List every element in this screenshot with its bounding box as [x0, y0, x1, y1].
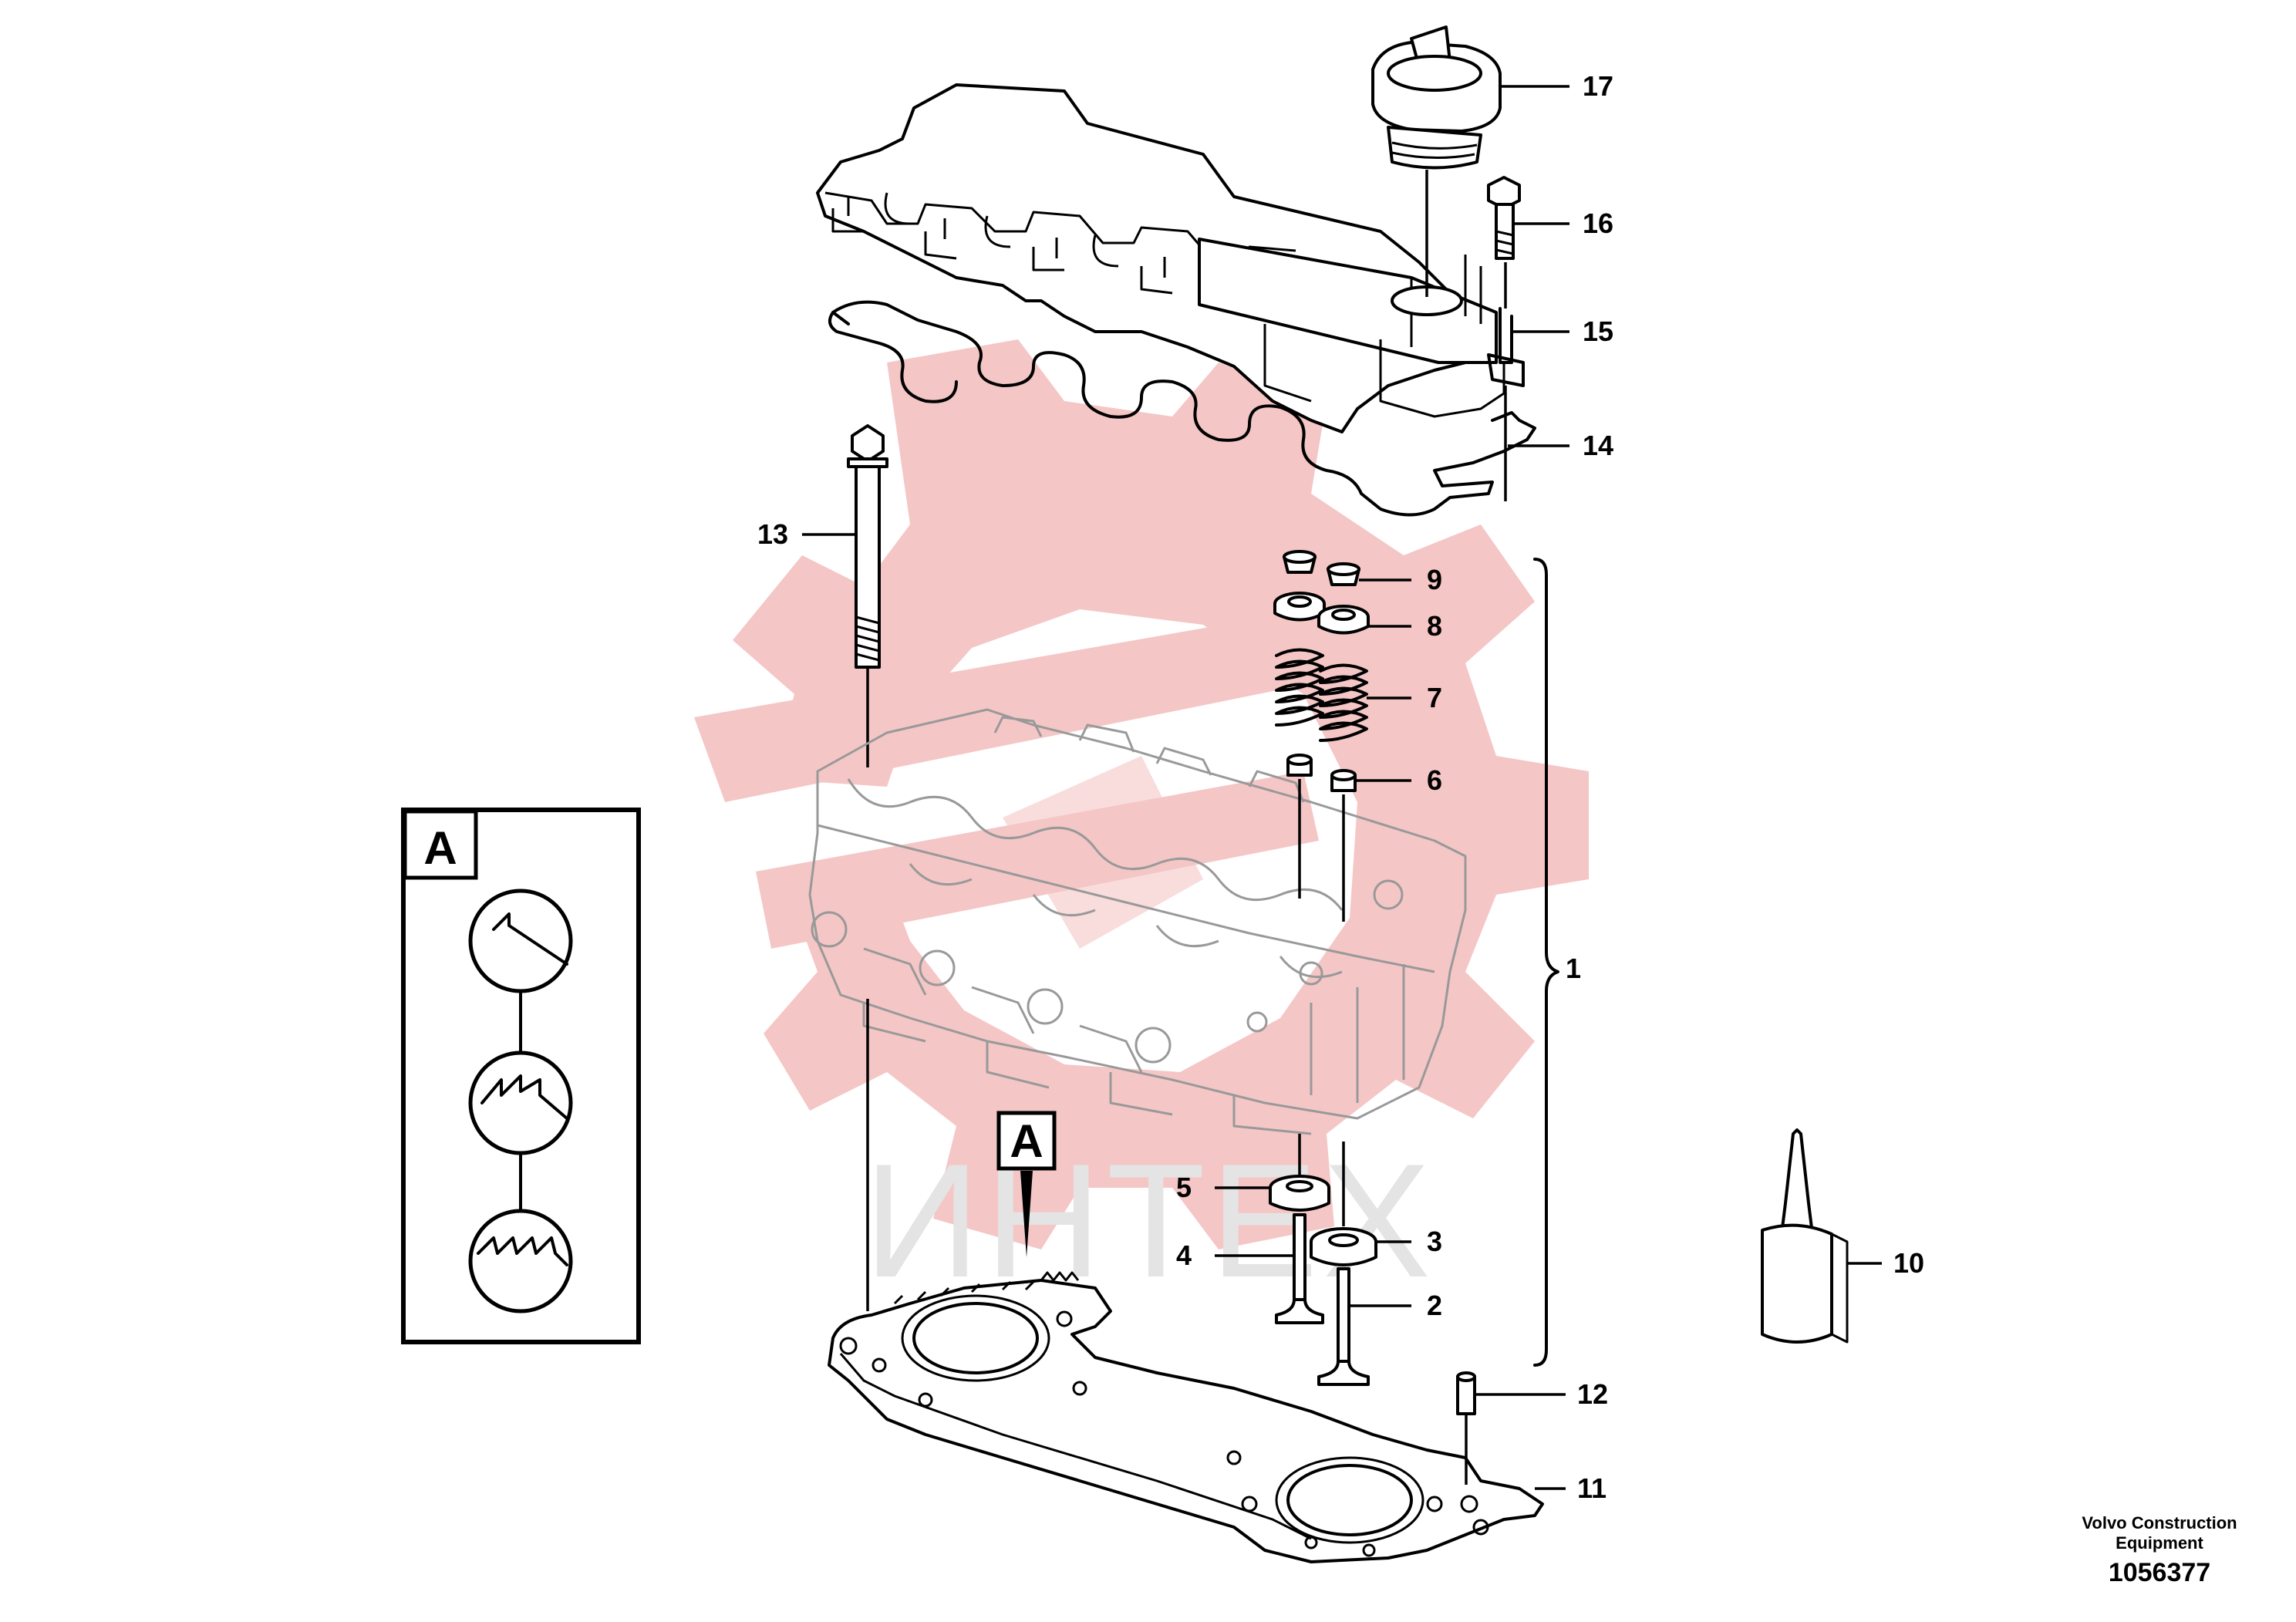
footer: Volvo Construction Equipment 1056377 — [2082, 1513, 2237, 1587]
valve-cover-gasket — [831, 300, 1536, 517]
cylinder-head-bolt — [847, 424, 888, 767]
cylinder-head-assembly-bracket — [1533, 558, 1559, 1367]
footer-company-line1: Volvo Construction — [2082, 1513, 2237, 1533]
callout-5: 5 — [1176, 1172, 1192, 1203]
callout-3: 3 — [1427, 1226, 1442, 1257]
detail-box-letter: A — [423, 822, 457, 874]
detail-a-circle-1 — [468, 889, 573, 993]
detail-a-box: A — [401, 808, 641, 1344]
cover-bracket — [1487, 307, 1525, 387]
callout-2: 2 — [1427, 1290, 1442, 1321]
detail-a-circle-2 — [468, 1050, 573, 1155]
drawing-number: 1056377 — [2109, 1558, 2210, 1587]
callout-1: 1 — [1566, 953, 1581, 984]
callout-13: 13 — [757, 518, 788, 550]
detail-marker-letter: A — [1010, 1115, 1043, 1167]
intake-valve-seat — [1310, 1227, 1377, 1266]
valve-collets — [1283, 550, 1360, 586]
detail-a-circle-3 — [468, 1209, 573, 1313]
callout-16: 16 — [1583, 207, 1613, 239]
callout-6: 6 — [1427, 764, 1442, 796]
callout-9: 9 — [1427, 564, 1442, 595]
sealant-tube — [1761, 1128, 1849, 1344]
valve-cover-body — [816, 83, 1467, 433]
callout-7: 7 — [1427, 682, 1442, 713]
valve-stem-seals — [1286, 754, 1357, 792]
cover-bolt — [1487, 176, 1521, 260]
callout-11: 11 — [1577, 1472, 1607, 1504]
valve-springs — [1275, 648, 1368, 742]
watermark-text: ИНТЕХ — [864, 1130, 1435, 1311]
cylinder-head — [808, 708, 1467, 1135]
callout-14: 14 — [1583, 430, 1613, 461]
dowel-pin — [1456, 1371, 1476, 1485]
valve-spring-retainers — [1273, 592, 1370, 635]
callout-12: 12 — [1577, 1378, 1608, 1410]
oil-filler-cap — [1371, 25, 1502, 170]
watermark-gear-logo — [694, 339, 1589, 1249]
footer-company-line2: Equipment — [2116, 1533, 2203, 1553]
callout-17: 17 — [1583, 70, 1613, 102]
intake-valve — [1317, 1267, 1370, 1386]
callout-15: 15 — [1583, 315, 1613, 347]
valve-cover — [816, 83, 1505, 433]
callouts: 17 16 15 14 13 9 8 7 6 1 5 4 3 — [757, 70, 1924, 1504]
callout-8: 8 — [1427, 610, 1442, 642]
callout-4: 4 — [1176, 1239, 1192, 1271]
detail-a-marker: A — [996, 1111, 1057, 1257]
callout-10: 10 — [1893, 1247, 1924, 1279]
exhaust-valve-seat — [1269, 1175, 1330, 1212]
watermark: ИНТЕХ — [694, 339, 1589, 1311]
exhaust-valve — [1275, 1213, 1324, 1324]
head-gasket — [828, 1271, 1544, 1563]
